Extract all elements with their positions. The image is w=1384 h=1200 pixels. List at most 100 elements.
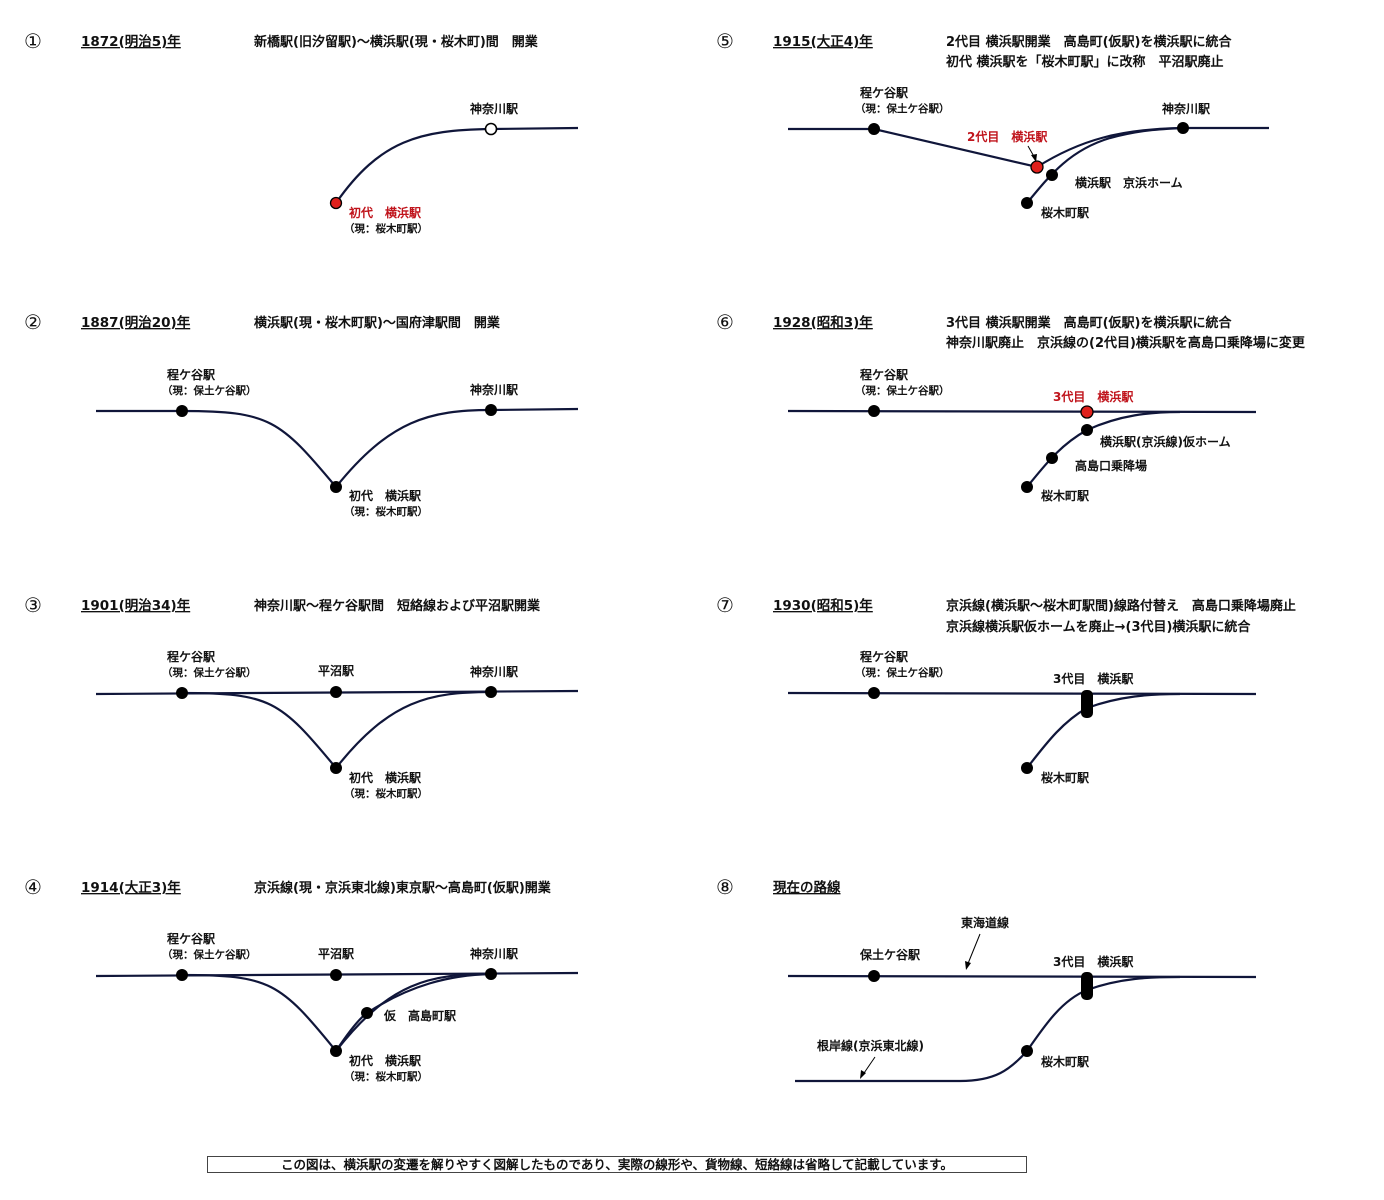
panel-year: 1914(大正3)年 xyxy=(81,879,181,896)
track-line-tokaido xyxy=(787,974,1257,979)
panel-description-line-2: 初代 横浜駅を「桜木町駅」に改称 平沼駅廃止 xyxy=(946,54,1224,70)
footnote: この図は、横浜駅の変遷を解りやすく図解したものであり、実際の線形や、貨物線、短絡… xyxy=(207,1156,1027,1173)
panel-number: ⑦ xyxy=(716,593,734,617)
station-marker-kanagawa xyxy=(485,404,497,416)
panel-description-line-2: 神奈川駅廃止 京浜線の(2代目)横浜駅を高島口乗降場に変更 xyxy=(946,335,1306,351)
station-marker-hiranuma xyxy=(330,969,342,981)
station-sublabel: （現：保土ケ谷駅） xyxy=(162,666,257,679)
station-marker-takashimaguchi xyxy=(1046,452,1058,464)
panel-description: 神奈川駅～程ケ谷駅間 短絡線および平沼駅開業 xyxy=(254,598,541,614)
line-label-tokaido: 東海道線 xyxy=(961,915,1009,930)
station-label-hiranuma: 平沼駅 xyxy=(318,664,355,678)
panel-4: ④ 1914(大正3)年 京浜線(現・京浜東北線)東京駅～高島町(仮駅)開業 程… xyxy=(24,875,579,1083)
station-marker-keihin-home xyxy=(1046,169,1058,181)
station-sublabel: （現：桜木町駅） xyxy=(344,222,428,235)
station-label-hodogaya: 程ケ谷駅 xyxy=(860,85,909,100)
station-marker-sakuragicho xyxy=(1021,481,1033,493)
panel-year: 1915(大正4)年 xyxy=(773,33,873,50)
station-label-hodogaya: 程ケ谷駅 xyxy=(167,649,216,664)
station-marker-kanagawa xyxy=(1177,122,1189,134)
track-line-keihin xyxy=(1026,126,1184,204)
station-marker-yokohama-3rd xyxy=(1081,972,1093,1000)
track-line-keihin xyxy=(1026,692,1181,769)
panel-description: 横浜駅(現・桜木町駅)～国府津駅間 開業 xyxy=(254,315,501,331)
panel-description-line-2: 京浜線横浜駅仮ホームを廃止→(3代目)横浜駅に統合 xyxy=(946,619,1251,635)
station-marker-takashimacho xyxy=(361,1007,373,1019)
panel-7: ⑦ 1930(昭和5)年 京浜線(横浜駅～桜木町駅間)線路付替え 高島口乗降場廃… xyxy=(716,593,1296,785)
station-label-yokohama-3rd: 3代目 横浜駅 xyxy=(1053,671,1134,686)
station-label-sakuragicho: 桜木町駅 xyxy=(1041,770,1090,785)
station-marker-kanagawa xyxy=(484,122,498,136)
station-label-sakuragicho: 桜木町駅 xyxy=(1041,205,1090,220)
track-line xyxy=(335,126,579,204)
station-sublabel: （現：桜木町駅） xyxy=(344,787,428,800)
panel-3: ③ 1901(明治34)年 神奈川駅～程ケ谷駅間 短絡線および平沼駅開業 程ケ谷… xyxy=(24,593,579,800)
track-line-main xyxy=(787,691,1257,696)
station-marker-kanagawa xyxy=(485,686,497,698)
panel-description-line-1: 3代目 横浜駅開業 高島町(仮駅)を横浜駅に統合 xyxy=(946,315,1232,331)
panel-year: 現在の路線 xyxy=(773,879,841,896)
track-line-loop xyxy=(181,690,492,770)
station-label-yokohama-1st: 初代 横浜駅 xyxy=(349,488,422,503)
station-label-keihin-home: 横浜駅 京浜ホーム xyxy=(1075,175,1183,190)
station-sublabel: （現：保土ケ谷駅） xyxy=(855,666,950,679)
station-label-kanagawa: 神奈川駅 xyxy=(470,946,519,961)
station-marker-hodogaya xyxy=(868,970,880,982)
panel-number: ⑤ xyxy=(716,29,734,53)
station-marker-yokohama-3rd xyxy=(1081,690,1093,718)
station-label-hodogaya: 保土ケ谷駅 xyxy=(859,947,921,962)
panel-5: ⑤ 1915(大正4)年 2代目 横浜駅開業 高島町(仮駅)を横浜駅に統合 初代… xyxy=(716,29,1269,220)
station-label-yokohama-2nd: 2代目 横浜駅 xyxy=(967,129,1048,144)
station-marker-hodogaya xyxy=(176,969,188,981)
station-marker-yokohama-1st xyxy=(330,481,342,493)
panel-6: ⑥ 1928(昭和3)年 3代目 横浜駅開業 高島町(仮駅)を横浜駅に統合 神奈… xyxy=(716,310,1306,503)
track-line-negishi xyxy=(795,975,1181,1083)
station-label-kanagawa: 神奈川駅 xyxy=(1162,101,1211,116)
track-line xyxy=(96,407,579,489)
station-label-kanagawa: 神奈川駅 xyxy=(470,101,519,116)
panel-number: ⑧ xyxy=(716,875,734,899)
panel-number: ② xyxy=(24,310,42,334)
station-label-hiranuma: 平沼駅 xyxy=(318,947,355,961)
station-label-hodogaya: 程ケ谷駅 xyxy=(860,649,909,664)
panel-1: ① 1872(明治5)年 新橋駅(旧汐留駅)～横浜駅(現・桜木町)間 開業 神奈… xyxy=(24,29,579,235)
station-marker-kanagawa xyxy=(485,968,497,980)
pointer-arrow-head xyxy=(860,1070,866,1079)
station-sublabel: （現：桜木町駅） xyxy=(344,505,428,518)
station-sublabel: （現：桜木町駅） xyxy=(344,1070,428,1083)
panel-year: 1887(明治20)年 xyxy=(81,314,191,331)
station-label-takashimacho: 仮 高島町駅 xyxy=(383,1008,457,1023)
station-sublabel: （現：保土ケ谷駅） xyxy=(162,384,257,397)
station-label-keihin-temp-home: 横浜駅(京浜線)仮ホーム xyxy=(1100,434,1231,449)
station-marker-hodogaya xyxy=(176,405,188,417)
pointer-arrow-head xyxy=(1031,154,1037,162)
station-marker-yokohama-1st xyxy=(330,1045,342,1057)
station-label-kanagawa: 神奈川駅 xyxy=(470,382,519,397)
station-marker-keihin-temp-home xyxy=(1081,424,1093,436)
station-marker-yokohama-1st xyxy=(330,762,342,774)
panel-year: 1901(明治34)年 xyxy=(81,597,191,614)
station-label-sakuragicho: 桜木町駅 xyxy=(1041,488,1090,503)
panel-number: ④ xyxy=(24,875,42,899)
station-label-sakuragicho: 桜木町駅 xyxy=(1041,1054,1090,1069)
panel-year: 1928(昭和3)年 xyxy=(773,314,873,331)
station-sublabel: （現：保土ケ谷駅） xyxy=(855,384,950,397)
track-line-keihin xyxy=(335,972,492,1052)
station-label-takashimaguchi: 高島口乗降場 xyxy=(1075,458,1147,473)
station-label-hodogaya: 程ケ谷駅 xyxy=(167,367,216,382)
panel-year: 1930(昭和5)年 xyxy=(773,597,873,614)
panel-description-line-1: 京浜線(横浜駅～桜木町駅間)線路付替え 高島口乗降場廃止 xyxy=(946,598,1296,614)
station-marker-hiranuma xyxy=(330,686,342,698)
station-marker-hodogaya xyxy=(176,687,188,699)
track-line-main xyxy=(787,409,1257,414)
panel-number: ⑥ xyxy=(716,310,734,334)
panel-number: ① xyxy=(24,29,42,53)
pointer-arrow-tokaido xyxy=(966,933,981,967)
panel-description: 新橋駅(旧汐留駅)～横浜駅(現・桜木町)間 開業 xyxy=(254,34,539,50)
panel-description: 京浜線(現・京浜東北線)東京駅～高島町(仮駅)開業 xyxy=(254,880,552,896)
station-sublabel: （現：保土ケ谷駅） xyxy=(162,948,257,961)
panel-number: ③ xyxy=(24,593,42,617)
station-label-yokohama-1st: 初代 横浜駅 xyxy=(349,1053,422,1068)
station-marker-yokohama-1st xyxy=(329,196,343,210)
